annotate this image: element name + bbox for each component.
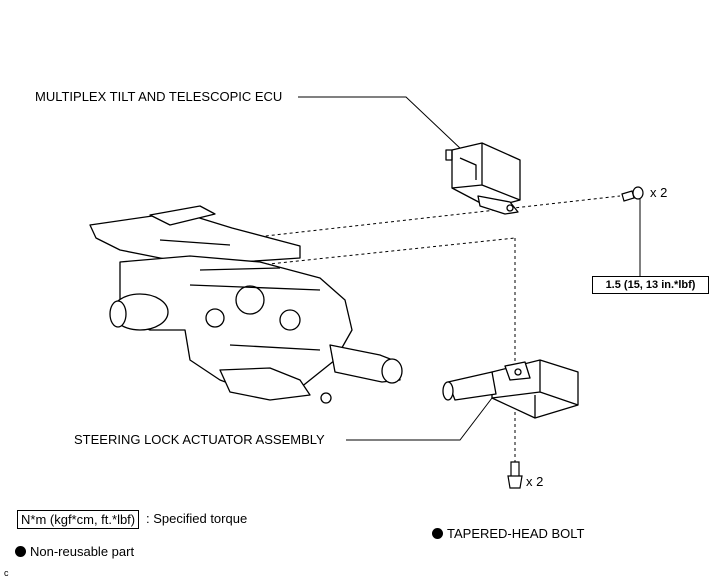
non-reusable-legend: Non-reusable part [15,544,134,559]
column-pivot-b [205,308,225,328]
actuator-label: STEERING LOCK ACTUATOR ASSEMBLY [74,432,325,447]
bolt-label-text: TAPERED-HEAD BOLT [447,526,585,541]
column-detail-lines [159,239,321,351]
torque-spec-box: 1.5 (15, 13 in.*lbf) [592,276,709,294]
actuator-mount-hole [514,368,522,376]
actuator-plunger [447,371,497,401]
steering-column-drawing [89,205,403,404]
column-pivot-a [235,285,265,315]
ecu-bolt-shank [621,190,635,202]
torque-legend-description: : Specified torque [146,511,248,526]
column-bracket-arm [149,205,216,226]
ecu-mount-hole [506,204,514,212]
actuator-bolt-drawing [507,461,523,489]
ecu-bolt-head [632,186,644,200]
non-reusable-dot-icon [432,528,443,539]
lower-bracket [219,367,311,401]
actuator-bolt-head [507,475,523,489]
column-bracket-top [89,211,301,263]
actuator-face [491,360,579,418]
actuator-leader-line [346,397,493,441]
non-reusable-legend-dot-icon [15,546,26,557]
column-pivot-c [279,309,301,331]
ecu-leader-line [298,96,463,151]
ecu-bolt-drawing [621,186,644,202]
column-lower-mount [320,392,332,404]
ecu-bolt-dash-line [229,195,621,241]
torque-leader-line [631,197,641,276]
motor-end-cap [109,300,127,328]
steering-shaft-end [381,358,403,384]
ecu-connector [445,149,477,180]
ecu-bolt-quantity: x 2 [650,185,668,200]
actuator-drawing [442,359,579,419]
tapered-head-bolt-label: TAPERED-HEAD BOLT [432,526,584,541]
actuator-plunger-tip [442,381,454,401]
non-reusable-legend-text: Non-reusable part [30,544,135,559]
actuator-bolt-quantity: x 2 [526,474,544,489]
ecu-face [451,143,521,201]
ecu-bolt-dash-line-lower [259,237,516,266]
assembly-lines [229,195,621,462]
corner-mark: c [4,568,9,578]
torque-unit-legend-box: N*m (kgf*cm, ft.*lbf) [17,510,140,529]
ecu-drawing [445,142,521,215]
ecu-label: MULTIPLEX TILT AND TELESCOPIC ECU [35,89,283,104]
